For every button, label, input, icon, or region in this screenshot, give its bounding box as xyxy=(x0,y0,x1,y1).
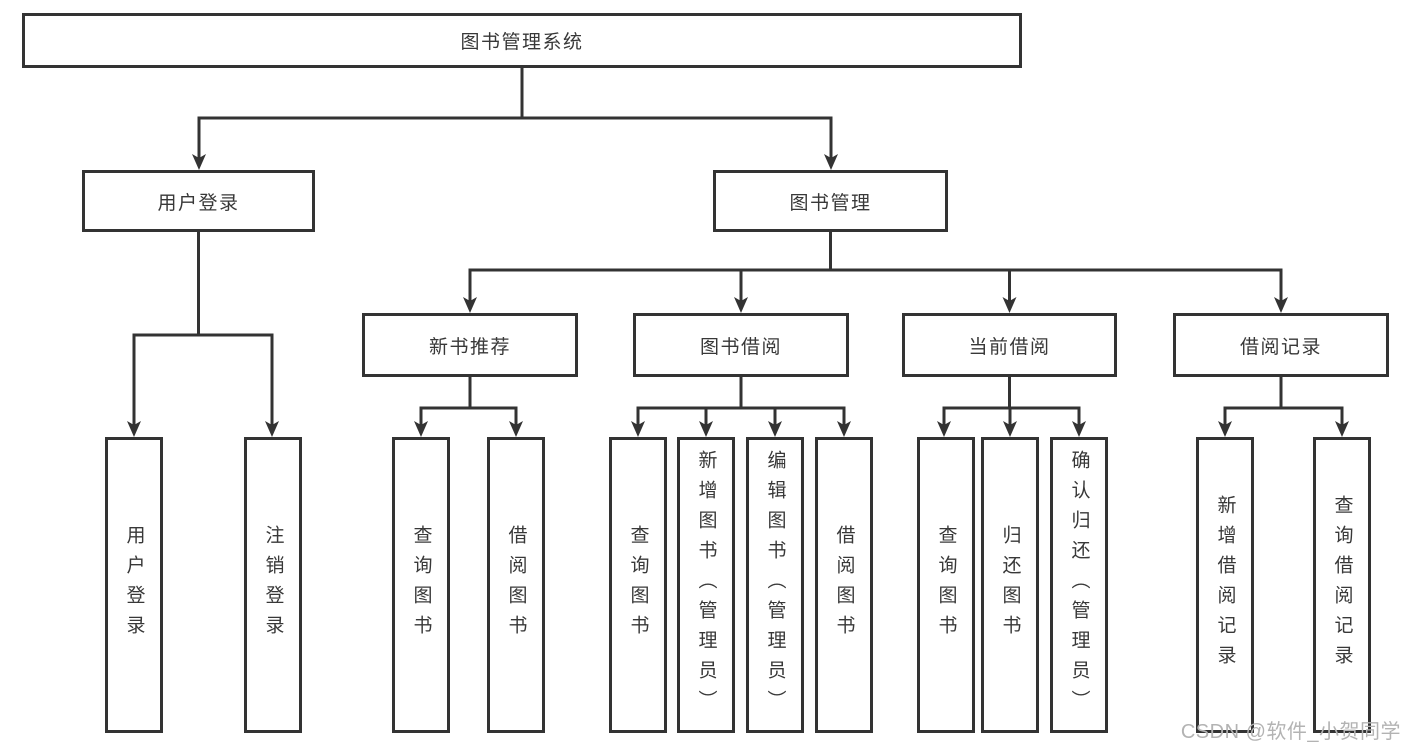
leaf-label: 编辑图书（管理员） xyxy=(764,450,786,720)
leaf-label: 用户登录 xyxy=(123,525,145,645)
leaf-query-books-borrow: 查询图书 xyxy=(609,437,667,733)
leaf-label: 查询图书 xyxy=(410,525,432,645)
leaf-query-books-newbook: 查询图书 xyxy=(392,437,450,733)
leaf-label: 新增借阅记录 xyxy=(1214,495,1236,675)
connector-borrowrecord-bar xyxy=(1223,406,1344,427)
leaf-label: 确认归还（管理员） xyxy=(1068,450,1090,720)
leaf-add-books-admin: 新增图书（管理员） xyxy=(677,437,735,733)
leaf-add-borrow-record: 新增借阅记录 xyxy=(1196,437,1254,733)
leaf-label: 查询图书 xyxy=(935,525,957,645)
csdn-watermark: CSDN @软件_小贺同学 xyxy=(1180,721,1401,743)
leaf-return-books: 归还图书 xyxy=(981,437,1039,733)
connector-userlogin-bar xyxy=(132,333,274,427)
leaf-borrow-books-newbook: 借阅图书 xyxy=(487,437,545,733)
leaf-borrow-books: 借阅图书 xyxy=(815,437,873,733)
node-new-book-recommendation: 新书推荐 xyxy=(362,313,578,377)
leaf-label: 新增图书（管理员） xyxy=(695,450,717,720)
leaf-confirm-return-admin: 确认归还（管理员） xyxy=(1050,437,1108,733)
leaf-user-login: 用户登录 xyxy=(105,437,163,733)
node-current-borrowing: 当前借阅 xyxy=(902,313,1117,377)
connector-bookmgmt-bar xyxy=(468,268,1283,303)
leaf-label: 查询借阅记录 xyxy=(1331,495,1353,675)
node-book-management: 图书管理 xyxy=(713,170,948,232)
leaf-label: 借阅图书 xyxy=(505,525,527,645)
node-book-borrowing: 图书借阅 xyxy=(633,313,849,377)
leaf-label: 归还图书 xyxy=(999,525,1021,645)
node-borrowing-records: 借阅记录 xyxy=(1173,313,1389,377)
leaf-label: 查询图书 xyxy=(627,525,649,645)
leaf-query-borrow-record: 查询借阅记录 xyxy=(1313,437,1371,733)
node-root-library-system: 图书管理系统 xyxy=(22,13,1022,68)
leaf-logout-login: 注销登录 xyxy=(244,437,302,733)
connector-root-bar xyxy=(197,116,833,160)
leaf-query-books-current: 查询图书 xyxy=(917,437,975,733)
connector-newbook-bar xyxy=(419,406,518,427)
connector-bookborrow-bar xyxy=(636,406,846,427)
leaf-label: 借阅图书 xyxy=(833,525,855,645)
node-user-login: 用户登录 xyxy=(82,170,315,232)
arrowheads xyxy=(127,154,1349,437)
leaf-label: 注销登录 xyxy=(262,525,284,645)
leaf-edit-books-admin: 编辑图书（管理员） xyxy=(746,437,804,733)
